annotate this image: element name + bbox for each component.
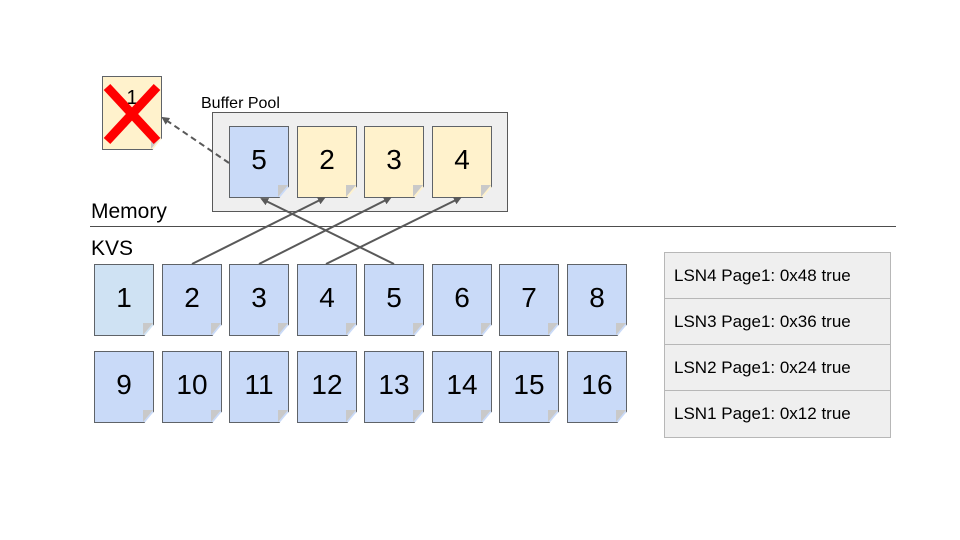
- kvs-page-1: 1: [94, 264, 154, 336]
- kvs-page-2: 2: [162, 264, 222, 336]
- kvs-page-label: 4: [319, 282, 335, 313]
- buffer-page-label: 2: [319, 144, 335, 175]
- evicted-page: 1: [102, 76, 162, 150]
- kvs-page-14: 14: [432, 351, 492, 423]
- buffer-page-label: 3: [386, 144, 402, 175]
- kvs-page-10: 10: [162, 351, 222, 423]
- kvs-page-label: 12: [311, 369, 343, 400]
- kvs-page-11: 11: [229, 351, 289, 423]
- log-entry: LSN1 Page1: 0x12 true: [674, 404, 851, 423]
- evicted-page-label: 1: [126, 87, 138, 109]
- kvs-page-label: 1: [116, 282, 132, 313]
- kvs-page-3: 3: [229, 264, 289, 336]
- kvs-page-13: 13: [364, 351, 424, 423]
- kvs-page-label: 16: [581, 369, 613, 400]
- kvs-page-label: 3: [251, 282, 267, 313]
- kvs-page-label: 5: [386, 282, 402, 313]
- kvs-page-6: 6: [432, 264, 492, 336]
- kvs-page-12: 12: [297, 351, 357, 423]
- kvs-page-label: 11: [244, 369, 274, 400]
- log-entry: LSN4 Page1: 0x48 true: [665, 253, 890, 299]
- buffer-page-2: 2: [297, 126, 357, 198]
- kvs-page-label: 7: [521, 282, 537, 313]
- log-entry: LSN2 Page1: 0x24 true: [665, 345, 890, 391]
- kvs-page-9: 9: [94, 351, 154, 423]
- kvs-page-8: 8: [567, 264, 627, 336]
- kvs-page-4: 4: [297, 264, 357, 336]
- kvs-page-label: 8: [589, 282, 605, 313]
- buffer-page-label: 5: [251, 144, 267, 175]
- kvs-page-label: 10: [176, 369, 208, 400]
- kvs-page-label: 15: [513, 369, 545, 400]
- buffer-page-4: 4: [432, 126, 492, 198]
- buffer-page-label: 4: [454, 144, 470, 175]
- memory-label: Memory: [91, 200, 167, 223]
- kvs-page-label: 9: [116, 369, 132, 400]
- kvs-page-5: 5: [364, 264, 424, 336]
- kvs-page-7: 7: [499, 264, 559, 336]
- memory-divider: [90, 226, 896, 227]
- kvs-label: KVS: [91, 237, 134, 260]
- buffer-page-5: 5: [229, 126, 289, 198]
- kvs-page-label: 6: [454, 282, 470, 313]
- log-entry: LSN3 Page1: 0x36 true: [665, 299, 890, 345]
- kvs-page-label: 14: [446, 369, 478, 400]
- kvs-page-label: 13: [378, 369, 410, 400]
- kvs-page-16: 16: [567, 351, 627, 423]
- buffer-pool-label: Buffer Pool: [201, 95, 280, 112]
- log-table: LSN4 Page1: 0x48 true LSN3 Page1: 0x36 t…: [664, 252, 891, 438]
- kvs-page-15: 15: [499, 351, 559, 423]
- kvs-page-label: 2: [184, 282, 200, 313]
- buffer-page-3: 3: [364, 126, 424, 198]
